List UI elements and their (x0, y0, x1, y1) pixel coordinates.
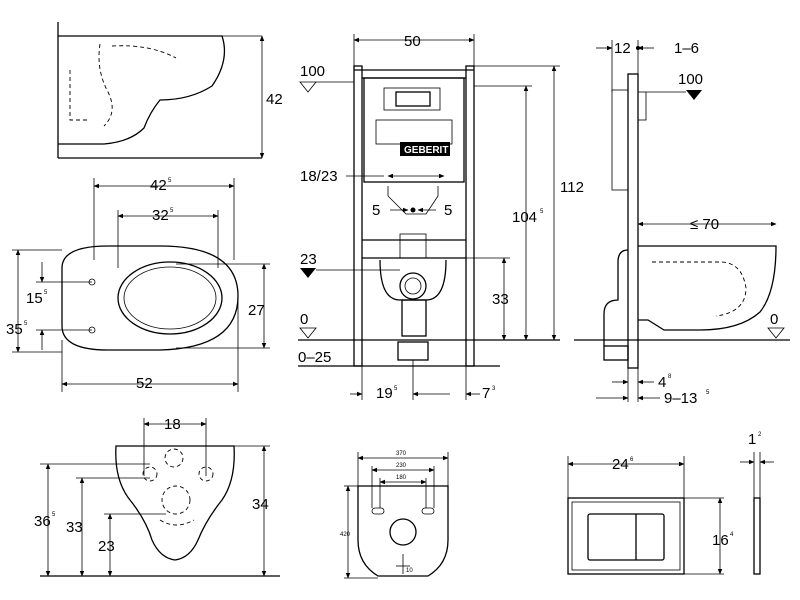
svg-text:5: 5 (168, 178, 172, 184)
dim-33-drain: 33 (492, 291, 509, 308)
dim-9-13-5: 9–13 (664, 390, 697, 407)
dim-104-5: 104 (512, 209, 537, 226)
dim-33-front: 33 (66, 519, 83, 536)
svg-text:5: 5 (44, 290, 48, 296)
svg-text:2: 2 (758, 432, 762, 438)
side-view-bowl-top: 42 (57, 22, 283, 159)
svg-text:8: 8 (668, 374, 672, 380)
svg-text:5: 5 (394, 386, 398, 392)
svg-text:5: 5 (706, 390, 710, 396)
dim-1-2: 1 (748, 431, 756, 448)
dim-420: 420 (340, 532, 351, 538)
svg-text:3: 3 (492, 386, 496, 392)
dim-10: 10 (406, 568, 413, 574)
level-0-right: 0 (770, 311, 778, 328)
dim-7-3: 7 (482, 385, 490, 402)
dim-27: 27 (248, 302, 265, 319)
flush-plate: 24 6 16 4 1 2 (567, 431, 774, 575)
dim-112: 112 (560, 179, 584, 196)
svg-text:4: 4 (730, 532, 734, 538)
dim-18-23: 18/23 (300, 168, 338, 185)
frame-side-view: 12 1–6 100 ≤ 70 0 4 8 9–13 5 (574, 40, 790, 407)
svg-text:5: 5 (24, 321, 28, 327)
level-100-left: 100 (300, 63, 325, 80)
dim-230: 230 (396, 463, 407, 469)
dim-4-8: 4 (658, 374, 666, 391)
dim-le-70: ≤ 70 (690, 216, 719, 233)
dim-180: 180 (396, 475, 407, 481)
dim-32-5: 32 (152, 207, 169, 224)
top-view-bowl: 42 5 32 5 15 5 35 5 27 52 (6, 177, 270, 392)
dim-42: 42 (266, 91, 283, 108)
level-100-right: 100 (678, 71, 703, 88)
dim-15-5: 15 (26, 290, 43, 307)
dim-5-left: 5 (372, 202, 380, 219)
dim-19-5: 19 (376, 385, 393, 402)
brand-text: GEBERIT (404, 145, 448, 156)
dim-52: 52 (136, 375, 153, 392)
dim-23-front: 23 (98, 538, 115, 555)
front-view-bowl: 18 36 5 33 23 34 (34, 416, 280, 577)
svg-text:6: 6 (630, 457, 634, 463)
level-23-left: 23 (300, 251, 317, 268)
dim-5-right: 5 (444, 202, 452, 219)
svg-text:5: 5 (170, 208, 174, 214)
svg-text:5: 5 (52, 512, 56, 518)
dim-42-5: 42 (150, 177, 167, 194)
dim-34: 34 (252, 496, 269, 513)
level-0-left: 0 (300, 311, 308, 328)
dim-50: 50 (404, 33, 421, 50)
dim-12: 12 (614, 40, 631, 57)
dim-1-6: 1–6 (674, 40, 699, 57)
brand-logo (400, 142, 450, 156)
dim-35-5: 35 (6, 321, 23, 338)
dim-370: 370 (396, 451, 407, 457)
frame-front-view: GEBERIT 100 23 0 0–25 50 112 104 5 (298, 33, 584, 402)
dim-16-4: 16 (712, 532, 729, 549)
mounting-plate: 370 230 180 420 10 (340, 451, 449, 579)
dim-36-5: 36 (34, 513, 51, 530)
dim-18: 18 (164, 416, 181, 433)
dim-24-6: 24 (612, 456, 629, 473)
dim-0-25: 0–25 (298, 349, 331, 366)
svg-text:5: 5 (540, 209, 544, 215)
